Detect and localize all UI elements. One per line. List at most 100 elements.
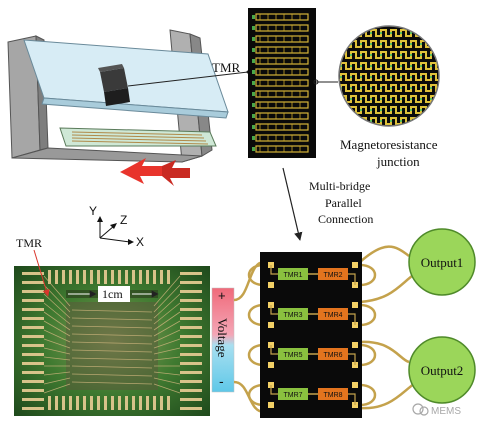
zoom-junction [370,87,372,89]
pcb-pin-bottom [139,396,142,410]
pcb-pin-right [180,380,202,383]
zoom-junction [370,32,372,34]
voltage-wire-top [233,260,265,302]
zoom-junction [420,98,422,100]
bridge-pad [268,282,274,288]
pcb-trace [153,377,181,385]
pcb-pin-bottom [132,396,135,410]
chip-pad [252,70,255,74]
zoom-junction [340,54,342,56]
pcb-pin-bottom [146,396,149,410]
label-connection: Connection [318,212,373,226]
zoom-junction [440,76,442,78]
multi-bridge-arrow [282,167,303,241]
pcb-pin-right [180,353,202,356]
label-tmr-top: TMR [212,60,241,75]
pcb-pin-bottom [167,396,170,410]
zoom-junction [360,87,362,89]
pcb-trace [71,365,153,369]
pcb-trace [153,275,181,307]
zoom-junction [420,76,422,78]
pcb-pin-left [22,371,44,374]
output2-wire-a [359,340,410,364]
zoom-junction [360,43,362,45]
zoom-junction [370,54,372,56]
bridge-trace [270,385,278,395]
pcb-trace [43,383,71,394]
zoom-junction [410,98,412,100]
pcb-pin-bottom [153,396,156,410]
pcb-pin-bottom [160,396,163,410]
chip-row [255,112,309,120]
zoom-junction [340,120,342,122]
zoom-junction [400,32,402,34]
pcb-trace [71,381,153,385]
output2-label: Output2 [421,363,464,378]
chip-row [255,24,309,32]
pcb-pin-left [22,398,44,401]
zoom-junction [340,109,342,111]
tmr-label-left: TMR3 [283,312,302,319]
pcb-pin-top [90,270,93,284]
axis-label-x: X [136,235,144,249]
pcb-pin-top [167,270,170,284]
bridge-trace [270,305,278,315]
zoom-junction [390,87,392,89]
zoom-junction [410,54,412,56]
zoom-junction [430,98,432,100]
tmr-label-left: TMR7 [283,392,302,399]
zoom-junction [380,120,382,122]
zoom-junction [410,109,412,111]
zoom-junction [380,109,382,111]
pcb-pin-top [139,270,142,284]
pcb-pin-right [180,407,202,410]
zoom-junction [420,54,422,56]
tmr-label-left: TMR1 [283,272,302,279]
zoom-junction [340,32,342,34]
zoom-junction [430,87,432,89]
chip-pad [252,15,255,19]
pcb-trace [71,357,153,361]
chip-pad [252,26,255,30]
pcb-trace [43,371,71,376]
zoom-junction [340,43,342,45]
outer-wire-left [247,343,265,367]
tmr-chip [248,8,316,158]
bridge-trace [270,345,278,355]
pcb-pin-left [22,281,44,284]
pcb-pin-bottom [104,396,107,410]
pcb-pin-bottom [90,396,93,410]
pcb-pin-left [22,326,44,329]
pcb-pin-bottom [62,396,65,410]
outer-wire-right [359,303,377,327]
chip-row [255,134,309,142]
pcb-pin-left [22,299,44,302]
bridge-pad [268,322,274,328]
pcb-pin-top [83,270,86,284]
pcb-pin-right [180,317,202,320]
zoom-junction [350,87,352,89]
zoom-junction [370,98,372,100]
zoom-junction [390,120,392,122]
tmr-element-left [278,348,308,360]
pcb-pin-right [180,389,202,392]
zoom-junction [340,76,342,78]
voltage-bar [211,287,235,393]
pcb-trace [71,349,153,353]
zoom-junction [350,54,352,56]
pcb-pin-top [76,270,79,284]
zoom-serpentine [339,51,439,59]
pcb-trace [43,338,71,349]
chip-pad [252,48,255,52]
output1-wire-a [359,245,410,263]
chip-pad [252,59,255,63]
pcb-trace [153,293,181,319]
pcb-pin-right [180,272,202,275]
pcb-trace [43,347,71,355]
pcb-trace [43,293,71,319]
movement-arrow [120,158,190,186]
pcb-pin-left [22,407,44,410]
zoom-junction [340,98,342,100]
zoom-junction [430,65,432,67]
pcb-trace [153,320,181,337]
